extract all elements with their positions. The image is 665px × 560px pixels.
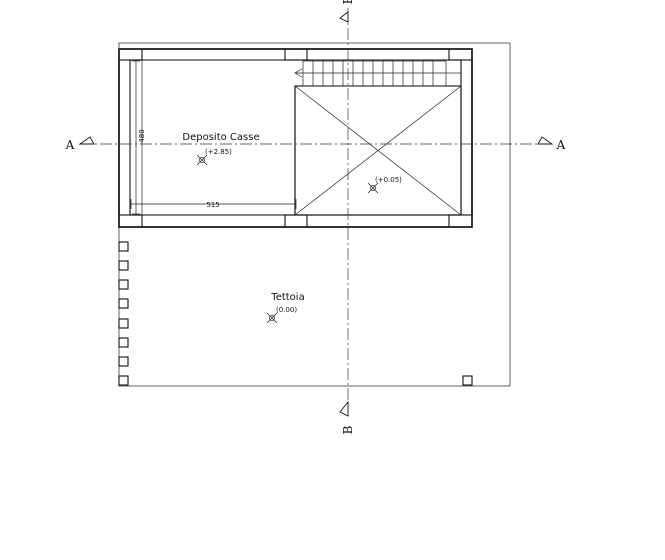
- dimension-width: 515: [130, 199, 297, 209]
- level-marker-icon: [266, 312, 278, 324]
- section-marker-b-top: B: [339, 0, 355, 23]
- level-label-deposito: (+2.85): [205, 148, 232, 156]
- section-marker-b-bottom: B: [339, 400, 355, 434]
- room-label-tettoia: Tettoia: [270, 292, 304, 303]
- section-a-right-label: A: [556, 138, 566, 152]
- level-label-tettoia: (0.00): [276, 306, 297, 314]
- dimension-depth-label: 480: [138, 129, 146, 142]
- section-b-bottom-label: B: [341, 425, 355, 434]
- dimension-width-label: 515: [206, 201, 219, 209]
- stair-treads: [302, 60, 461, 87]
- porch-posts: [118, 241, 473, 386]
- level-label-stair: (+0.05): [375, 176, 402, 184]
- room-label-deposito: Deposito Casse: [182, 132, 259, 143]
- section-b-top-label: B: [341, 0, 355, 4]
- dimension-depth: 480: [132, 60, 146, 215]
- section-a-left-label: A: [65, 138, 75, 152]
- section-marker-a-right: A: [537, 136, 566, 152]
- level-marker-icon: [367, 182, 379, 194]
- stair-void: [294, 85, 462, 216]
- stair-arrow-icon: [294, 68, 446, 78]
- section-marker-a-left: A: [65, 136, 95, 152]
- level-marker-icon: [196, 154, 208, 166]
